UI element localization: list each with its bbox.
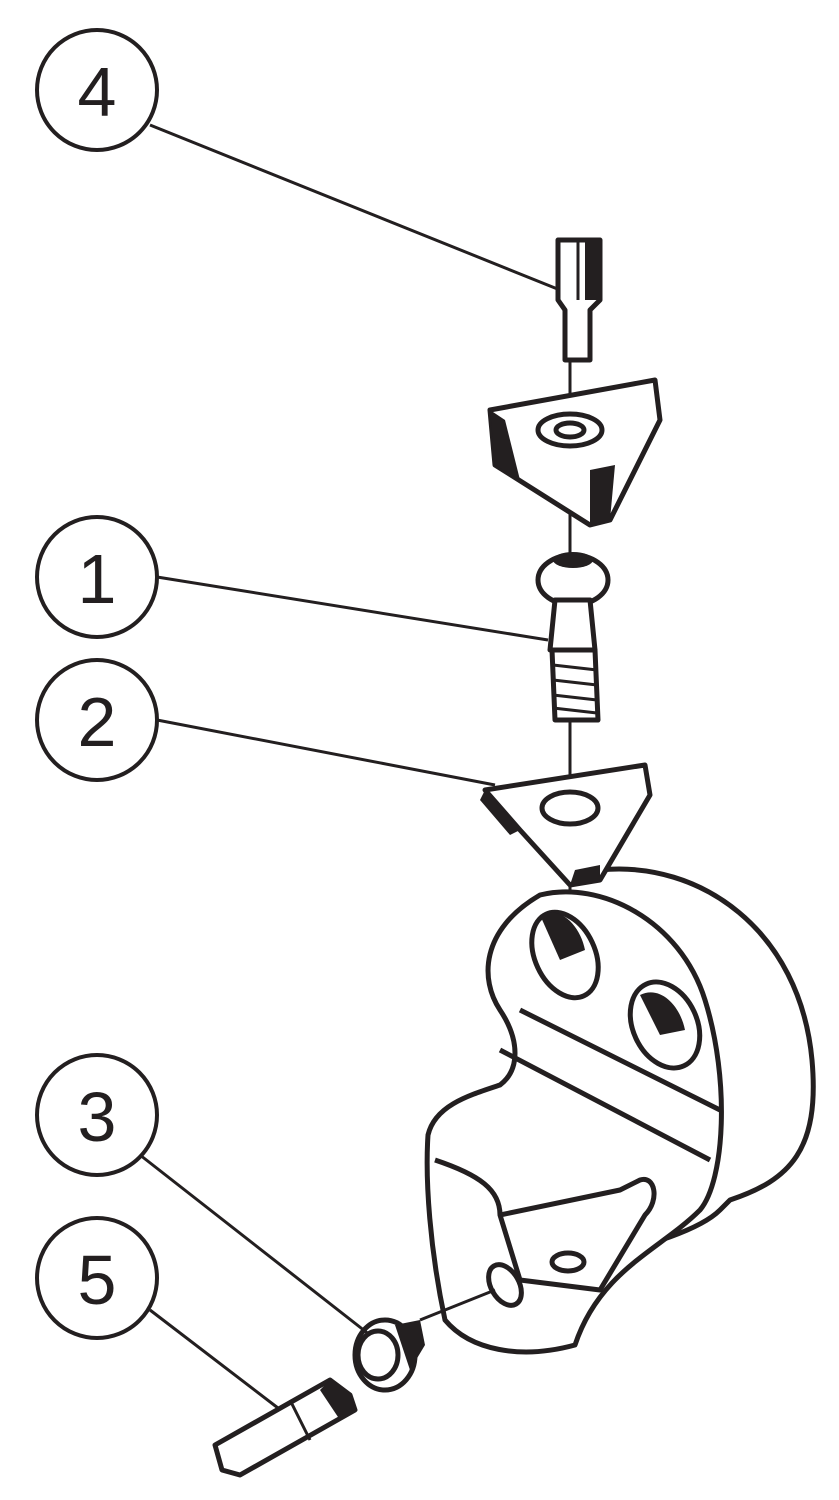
- part-1-pin: [535, 552, 611, 723]
- part-4-screw: [555, 237, 603, 363]
- callout-4: 4: [35, 28, 159, 152]
- leader-line-4: [149, 123, 561, 292]
- leader-line-3: [139, 1153, 371, 1337]
- callout-label: 2: [78, 683, 117, 761]
- callout-2: 2: [35, 658, 159, 782]
- part-5-key: [212, 1377, 358, 1478]
- top-clamp: [487, 377, 663, 528]
- callout-label: 1: [78, 540, 117, 618]
- callout-1: 1: [35, 515, 159, 639]
- tool-holder-body: [424, 866, 816, 1355]
- callout-label: 3: [78, 1078, 117, 1156]
- callout-5: 5: [35, 1216, 159, 1340]
- part-3-washer: [352, 1288, 496, 1393]
- leader-line-1: [156, 575, 549, 642]
- leader-line-2: [156, 718, 496, 787]
- leader-line-5: [149, 1308, 279, 1410]
- part-2-insert: [480, 762, 653, 888]
- callout-label: 4: [78, 53, 117, 131]
- callout-label: 5: [78, 1241, 117, 1319]
- callout-3: 3: [35, 1053, 159, 1177]
